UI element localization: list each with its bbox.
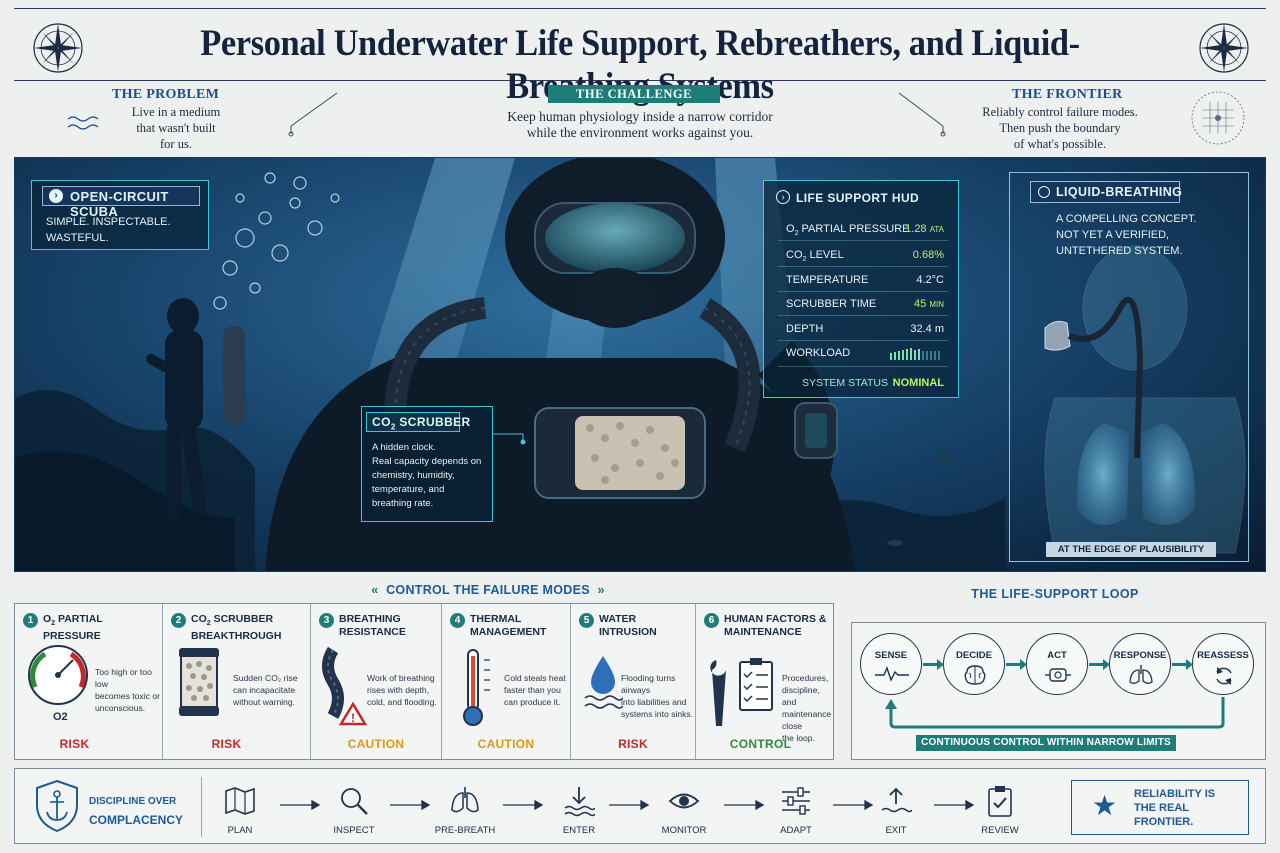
hero-illustration: › OPEN-CIRCUIT SCUBA SIMPLE. INSPECTABLE… <box>14 157 1266 572</box>
chevron-left-icon: « <box>371 583 379 597</box>
loop-panel: SENSE DECIDE ACT RESPONSE REASSESS <box>851 622 1266 760</box>
magnifier-icon <box>341 788 368 815</box>
wave-icon <box>67 116 99 130</box>
scrubber-callout: CO2 SCRUBBER A hidden clock. Real capaci… <box>361 406 493 522</box>
liquid-text: A COMPELLING CONCEPT. NOT YET A VERIFIED… <box>1056 213 1197 257</box>
chevron-right-icon: › <box>776 190 790 204</box>
scrubber-title: CO2 SCRUBBER <box>372 415 471 432</box>
clipboard-check-icon <box>988 786 1012 817</box>
loop-node-decide: DECIDE <box>943 633 1005 695</box>
hud-row-temperature: TEMPERATURE 4.2°C <box>786 274 944 286</box>
header: Personal Underwater Life Support, Rebrea… <box>0 0 1280 107</box>
failure-card-human-factors: 6 HUMAN FACTORS & MAINTENANCE Procedures… <box>696 604 833 759</box>
loop-node-response: RESPONSE <box>1109 633 1171 695</box>
liquid-footer-badge: AT THE EDGE OF PLAUSIBILITY <box>1046 542 1216 557</box>
risk-level: RISK <box>59 737 90 751</box>
header-top-rule <box>14 8 1266 9</box>
frontier-text: Reliably control failure modes. Then pus… <box>982 105 1138 151</box>
reliability-box: ★ RELIABILITY IS THE REAL FRONTIER. <box>1071 780 1249 835</box>
map-icon <box>225 787 255 815</box>
brain-icon <box>964 665 986 685</box>
valve-icon <box>1045 668 1071 682</box>
background-diver <box>146 298 245 523</box>
open-circuit-title: OPEN-CIRCUIT SCUBA <box>70 189 169 219</box>
lungs-icon <box>1129 665 1153 684</box>
loop-node-reassess: REASSESS <box>1192 633 1254 695</box>
chevron-right-icon: » <box>597 583 605 597</box>
hud-row-o2: O2 PARTIAL PRESSURE 1.28 ATA <box>786 223 944 238</box>
life-support-hud: › LIFE SUPPORT HUD O2 PARTIAL PRESSURE 1… <box>763 180 959 398</box>
chevron-right-icon: › <box>49 189 63 203</box>
challenge-text: Keep human physiology inside a narrow co… <box>507 109 773 140</box>
scrubber-canister-icon <box>179 648 219 716</box>
sliders-icon <box>782 787 810 815</box>
compass-rose-icon <box>1199 23 1249 73</box>
wrench-checklist-icon <box>710 658 773 726</box>
failure-card-co2: 2 CO2 SCRUBBER BREAKTHROUGH Sudden CO₂ r… <box>163 604 311 759</box>
hud-row-co2: CO2 LEVEL 0.68% <box>786 249 944 264</box>
loop-arrows <box>885 659 1225 729</box>
system-status-label: SYSTEM STATUS <box>802 377 888 389</box>
liquid-title: LIQUID-BREATHING <box>1056 185 1183 199</box>
leader-line <box>898 92 946 137</box>
hud-row-scrubber-time: SCRUBBER TIME 45 MIN <box>786 298 944 310</box>
open-circuit-text: SIMPLE. INSPECTABLE. WASTEFUL. <box>46 216 171 244</box>
loop-heading: THE LIFE-SUPPORT LOOP <box>971 587 1139 601</box>
frontier-heading: THE FRONTIER <box>1012 87 1123 102</box>
leader-line <box>288 92 338 137</box>
workload-bar-icon <box>890 348 940 360</box>
star-icon: ★ <box>1092 790 1118 821</box>
liquid-breathing-panel: LIQUID-BREATHING A COMPELLING CONCEPT. N… <box>1009 172 1249 562</box>
failure-modes-heading: « CONTROL THE FAILURE MODES » <box>371 583 605 597</box>
failure-modes-panel: 1 O2 PARTIAL PRESSURE O2 Too high or too… <box>14 603 834 760</box>
loop-node-act: ACT <box>1026 633 1088 695</box>
water-drop-icon <box>584 656 623 709</box>
descend-into-water-icon <box>564 787 595 817</box>
problem-text: Live in a medium that wasn't built for u… <box>131 105 221 151</box>
system-status-value: NOMINAL <box>892 377 944 389</box>
o2-gauge-label: O2 <box>53 711 68 723</box>
compass-rose-icon <box>33 23 83 73</box>
scrubber-leader-line <box>493 433 526 445</box>
circuit-grid-icon <box>1191 91 1245 145</box>
hose-warning-icon: ! <box>322 646 367 726</box>
thermometer-icon <box>463 649 490 726</box>
caution-level: CAUTION <box>347 737 405 751</box>
hud-row-workload: WORKLOAD <box>786 347 851 359</box>
svg-text:!: ! <box>351 711 355 725</box>
process-arrows <box>280 799 975 811</box>
scrubber-text: A hidden clock. Real capacity depends on… <box>372 442 482 509</box>
challenge-heading: THE CHALLENGE <box>548 85 720 103</box>
failure-card-breathing-resistance: 3 BREATHING RESISTANCE ! Work of breathi… <box>311 604 442 759</box>
risk-level: RISK <box>211 737 242 751</box>
loop-footer-badge: CONTINUOUS CONTROL WITHIN NARROW LIMITS <box>916 735 1176 751</box>
control-level: CONTROL <box>729 737 792 751</box>
failure-card-thermal: 4 THERMAL MANAGEMENT Cold steals heat fa… <box>442 604 571 759</box>
header-bottom-rule <box>14 80 1266 81</box>
ascend-from-water-icon <box>881 787 912 813</box>
anchor-shield-icon <box>36 779 78 833</box>
loop-node-sense: SENSE <box>860 633 922 695</box>
problem-heading: THE PROBLEM <box>112 87 220 102</box>
heartbeat-icon <box>875 666 909 682</box>
reliability-text: RELIABILITY IS THE REAL FRONTIER. <box>1134 788 1216 828</box>
failure-card-o2: 1 O2 PARTIAL PRESSURE O2 Too high or too… <box>15 604 163 759</box>
eye-icon <box>668 793 700 809</box>
liquid-breathing-figure <box>1044 245 1246 554</box>
risk-level: RISK <box>618 737 648 751</box>
lungs-icon <box>451 787 479 813</box>
process-panel: DISCIPLINE OVER COMPLACENCY PLAN INSPECT… <box>14 768 1266 844</box>
hud-title: LIFE SUPPORT HUD <box>796 191 920 205</box>
open-circuit-callout: › OPEN-CIRCUIT SCUBA SIMPLE. INSPECTABLE… <box>31 180 209 250</box>
discipline-text: DISCIPLINE OVER COMPLACENCY <box>89 796 184 827</box>
hud-row-depth: DEPTH 32.4 m <box>786 323 944 335</box>
failure-card-water-intrusion: 5 WATER INTRUSION Flooding turns airways… <box>571 604 696 759</box>
refresh-icon <box>1216 667 1232 685</box>
caution-level: CAUTION <box>477 737 535 751</box>
pressure-gauge-icon <box>28 645 88 705</box>
circle-icon <box>1038 186 1050 198</box>
